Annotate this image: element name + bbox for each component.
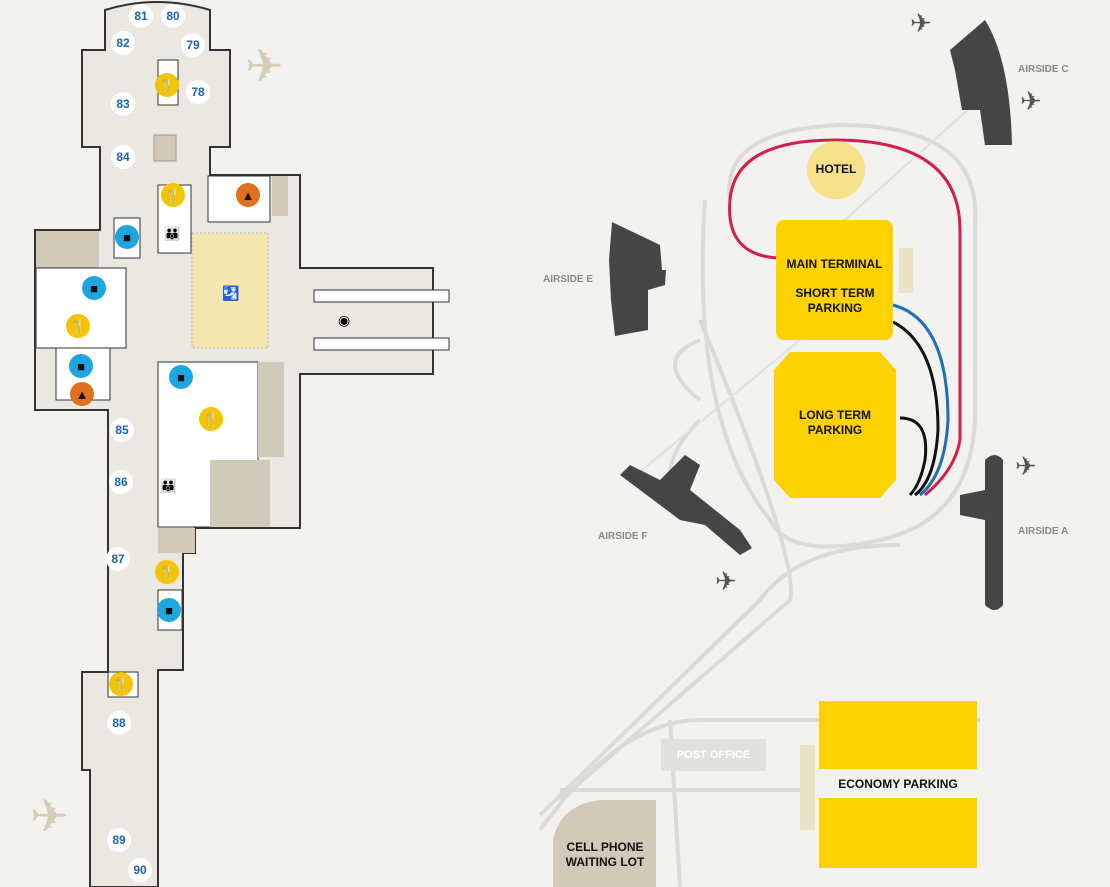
food-icon[interactable]: 🍴 (109, 672, 133, 696)
cell-phone-lot-label[interactable]: CELL PHONE WAITING LOT (565, 840, 645, 869)
service-bell-icon[interactable]: ▲ (70, 382, 94, 406)
hotel-label[interactable]: HOTEL (815, 162, 857, 176)
gate-88[interactable]: 88 (107, 711, 131, 735)
gate-85[interactable]: 85 (110, 418, 134, 442)
airside-f-building (620, 455, 752, 555)
security-checkpoint-icon: 🛂 (222, 285, 239, 302)
airplane-icon: ✈ (245, 40, 284, 92)
economy-parking-label[interactable]: ECONOMY PARKING (838, 777, 958, 791)
security-mask-icon: ◉ (338, 312, 350, 328)
airside-e-label[interactable]: AIRSIDE E (543, 274, 594, 285)
gate-80[interactable]: 80 (161, 4, 185, 28)
short-term-parking-label[interactable]: SHORT TERM PARKING (795, 286, 875, 315)
gate-84[interactable]: 84 (111, 145, 135, 169)
gate-87[interactable]: 87 (106, 547, 130, 571)
gate-83[interactable]: 83 (111, 92, 135, 116)
airplane-icon: ✈ (30, 790, 69, 842)
shopping-bag-icon[interactable]: ■ (157, 598, 181, 622)
restroom-icon: 👪 (160, 478, 176, 493)
main-terminal-label[interactable]: MAIN TERMINAL (786, 257, 883, 271)
airside-c-building (950, 20, 1012, 145)
gate-90[interactable]: 90 (128, 858, 152, 882)
food-icon[interactable]: 🍴 (155, 560, 179, 584)
airside-c-label[interactable]: AIRSIDE C (1018, 64, 1069, 75)
shopping-bag-icon[interactable]: ■ (115, 225, 139, 249)
food-icon[interactable]: 🍴 (155, 73, 179, 97)
food-icon[interactable]: 🍴 (199, 407, 223, 431)
gate-82[interactable]: 82 (111, 31, 135, 55)
airside-a-label[interactable]: AIRSIDE A (1018, 526, 1069, 537)
airside-e-building (609, 222, 666, 336)
airside-a-building (960, 455, 1003, 610)
service-bell-icon[interactable]: ▲ (236, 183, 260, 207)
airplane-icon: ✈ (1015, 451, 1037, 481)
airplane-icon: ✈ (1020, 86, 1042, 116)
airplane-icon: ✈ (910, 8, 932, 38)
gate-86[interactable]: 86 (109, 470, 133, 494)
shopping-bag-icon[interactable]: ■ (169, 365, 193, 389)
airplane-icon: ✈ (715, 566, 737, 596)
gate-81[interactable]: 81 (129, 4, 153, 28)
gate-89[interactable]: 89 (107, 828, 131, 852)
gate-79[interactable]: 79 (181, 33, 205, 57)
gate-78[interactable]: 78 (186, 80, 210, 104)
food-icon[interactable]: 🍴 (66, 314, 90, 338)
restroom-icon: 👪 (164, 226, 180, 241)
long-term-parking-label[interactable]: LONG TERM PARKING (799, 408, 871, 437)
shopping-bag-icon[interactable]: ■ (82, 276, 106, 300)
food-icon[interactable]: 🍴 (161, 183, 185, 207)
post-office-label[interactable]: POST OFFICE (676, 749, 751, 761)
airside-f-label[interactable]: AIRSIDE F (598, 531, 648, 542)
shopping-bag-icon[interactable]: ■ (69, 354, 93, 378)
